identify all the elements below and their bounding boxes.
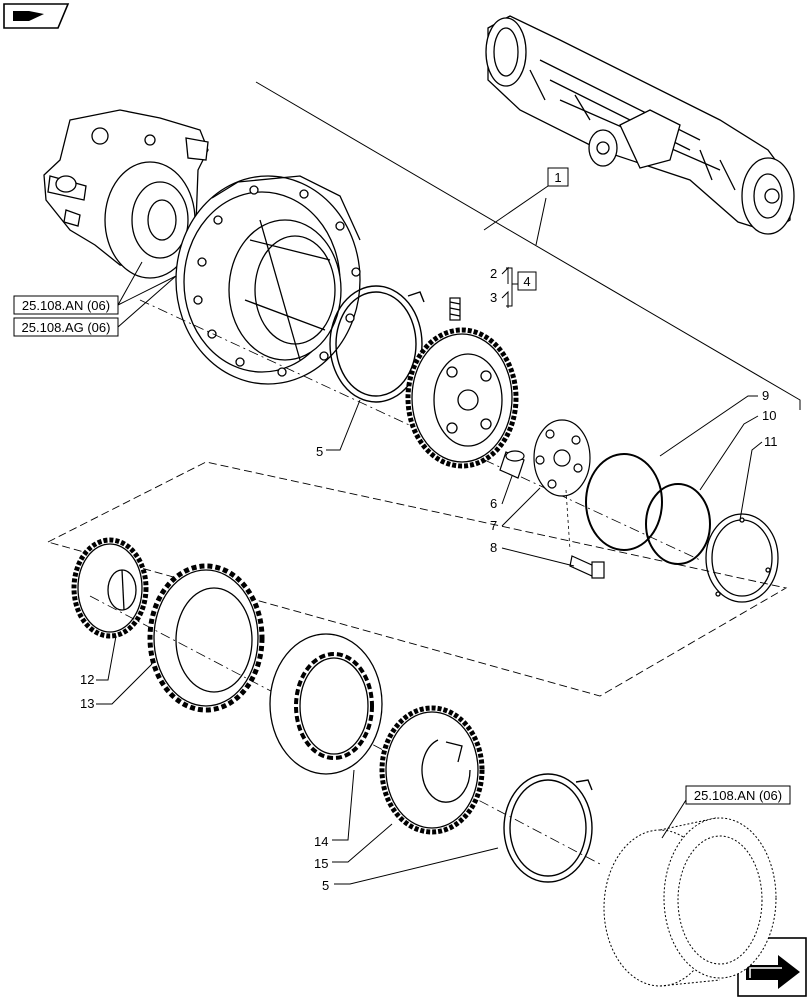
- callout-14: 14: [314, 834, 328, 849]
- internal-ring-gear: [147, 563, 265, 713]
- callout-6: 6: [490, 496, 497, 511]
- assembly-hidden-line: [565, 489, 571, 551]
- callout-5-upper: 5: [316, 444, 323, 459]
- leader-line: [117, 261, 177, 328]
- leader-line: [483, 185, 549, 231]
- section-boundary-line: [255, 81, 801, 410]
- book-flip-icon[interactable]: [3, 3, 70, 29]
- ref-link-25-108-ag: 25.108.AG (06): [22, 320, 111, 335]
- sun-gear: [71, 537, 149, 639]
- ref-links-left[interactable]: 25.108.AN (06) 25.108.AG (06): [13, 295, 119, 337]
- callout-10: 10: [762, 408, 776, 423]
- thrust-washer: [533, 419, 591, 497]
- seal-ring: [705, 513, 779, 603]
- axle-assembly-illustration: [485, 15, 795, 235]
- leader-line: [661, 799, 687, 839]
- callout-labels: 2 3 5 6 7 8 9 10 11 12 13 14 15 5: [80, 266, 778, 893]
- spacer-tube: [499, 450, 525, 479]
- callout-5-lower: 5: [322, 878, 329, 893]
- top-ref-box[interactable]: 1: [547, 167, 569, 187]
- callout-2: 2: [490, 266, 497, 281]
- callout-leaders: [96, 266, 763, 885]
- callout-12: 12: [80, 672, 94, 687]
- callout-9: 9: [762, 388, 769, 403]
- planetary-housing-illustration: [175, 175, 361, 385]
- snap-ring-lower: [503, 773, 593, 883]
- planet-gear-lower: [379, 705, 485, 835]
- right-ref-box[interactable]: 4: [517, 271, 537, 291]
- pin-part: [449, 297, 461, 321]
- bolt-part: [569, 555, 605, 579]
- callout-11: 11: [764, 434, 778, 449]
- subassembly-boundary: [46, 461, 788, 697]
- callout-3: 3: [490, 290, 497, 305]
- ref-link-lower[interactable]: 25.108.AN (06): [685, 785, 791, 805]
- svg-text:4: 4: [523, 274, 530, 289]
- callout-8: 8: [490, 540, 497, 555]
- steering-knuckle-illustration: [43, 109, 209, 279]
- callout-7: 7: [490, 518, 497, 533]
- planet-gear-upper: [405, 327, 519, 469]
- ref-link-25-108-an: 25.108.AN (06): [22, 298, 110, 313]
- svg-text:25.108.AN (06): 25.108.AN (06): [694, 788, 782, 803]
- bracket: [506, 267, 518, 307]
- callout-15: 15: [314, 856, 328, 871]
- splined-disc: [269, 633, 383, 775]
- snap-ring-upper: [329, 285, 425, 403]
- hub-ring-housing: [603, 817, 777, 987]
- o-ring-large: [585, 453, 663, 551]
- leader-line: [535, 197, 547, 246]
- callout-13: 13: [80, 696, 94, 711]
- svg-text:1: 1: [554, 170, 561, 185]
- o-ring-small: [645, 483, 711, 565]
